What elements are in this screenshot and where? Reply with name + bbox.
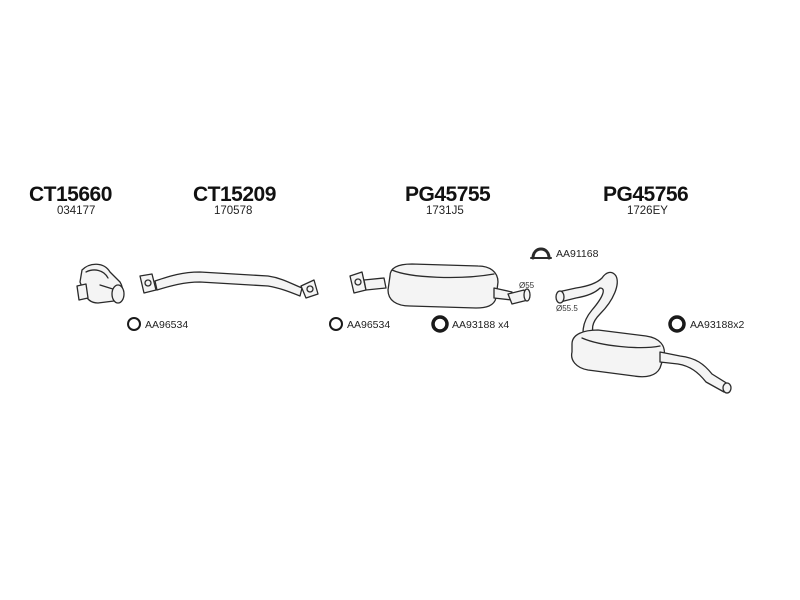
rear-silencer-pg45756: [555, 271, 732, 394]
part-ref-170578: 170578: [214, 205, 253, 217]
gasket-label-1: AA96534: [145, 319, 189, 331]
mount-label-x2: AA93188x2: [690, 319, 745, 331]
front-pipe-ct15660: [76, 263, 125, 304]
part-code-ct15209: CT15209: [193, 183, 276, 206]
gasket-ring-icon: [127, 317, 141, 331]
gasket-ring-icon: [329, 317, 343, 331]
diameter-label-55: Ø55: [519, 281, 535, 290]
part-ref-034177: 034177: [57, 205, 96, 217]
diameter-label-55-5: Ø55.5: [556, 304, 578, 313]
rubber-mount-ring-icon: [668, 315, 686, 333]
mount-label-x4: AA93188 x4: [452, 319, 510, 331]
part-code-pg45756: PG45756: [603, 183, 689, 206]
clamp-icon: [530, 247, 552, 260]
rubber-mount-ring-icon: [431, 315, 449, 333]
gasket-label-2: AA96534: [347, 319, 391, 331]
intermediate-silencer-pg45755: [349, 263, 531, 309]
part-code-ct15660: CT15660: [29, 183, 112, 206]
part-code-pg45755: PG45755: [405, 183, 491, 206]
part-ref-1731j5: 1731J5: [426, 205, 464, 217]
clamp-label: AA91168: [556, 248, 599, 260]
intermediate-pipe-ct15209: [139, 271, 319, 299]
part-ref-1726ey: 1726EY: [627, 205, 668, 217]
